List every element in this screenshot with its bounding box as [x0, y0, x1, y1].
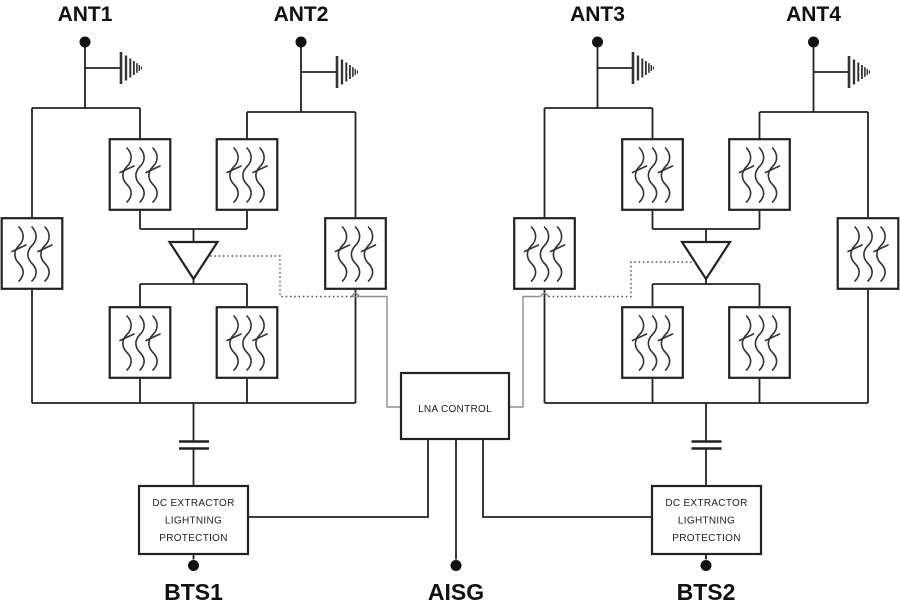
- surge-arrester-icon: [847, 54, 871, 90]
- port-terminal-icon: [188, 560, 199, 571]
- tma-module-2: ANT3 ANT4 DC EXTRACTOR LIGHTNING PROTECT…: [513, 3, 900, 605]
- rf-filter-icon: [215, 138, 279, 211]
- surge-arrester-icon: [335, 54, 359, 90]
- rf-filter-icon: [728, 138, 791, 211]
- rf-filter-icon: [513, 217, 576, 290]
- port-terminal-icon: [700, 560, 712, 571]
- wire-lna-to-dc1: [248, 439, 429, 518]
- port-terminal-icon: [79, 36, 91, 48]
- tma-module-1: ANT1 ANT2 DC EXTRACTOR LIGHTNING PRO: [0, 3, 387, 605]
- control-wire-right: [509, 295, 541, 408]
- surge-arrester-icon: [631, 50, 655, 86]
- rf-filter-icon: [621, 306, 684, 379]
- dc-extractor-box-1: [137, 484, 250, 556]
- rf-wire-ant3: [596, 47, 633, 108]
- dc2-line2: LIGHTNING: [678, 516, 735, 527]
- port-terminal-icon: [450, 560, 462, 571]
- control-wire-right-dotted: [548, 261, 695, 298]
- dc-extractor-box-2: [650, 484, 763, 556]
- bts1-label: BTS1: [164, 579, 223, 605]
- rf-filter-icon: [728, 306, 791, 379]
- rf-filter-icon: [108, 138, 172, 211]
- rf-wire-amp-in: [140, 228, 247, 242]
- rf-wire-ant2-split: [246, 111, 357, 403]
- rf-wire-bus: [544, 379, 868, 404]
- rf-wire-ant4-split: [758, 111, 869, 403]
- rf-filter-icon: [108, 306, 172, 379]
- lna-amplifier-icon: [679, 240, 733, 282]
- dc1-line2: LIGHTNING: [165, 516, 222, 527]
- dc2-line1: DC EXTRACTOR: [665, 498, 747, 509]
- control-wire-crossover: [540, 292, 549, 297]
- rf-wire-amp-out: [651, 279, 761, 306]
- bts2-label: BTS2: [677, 579, 736, 605]
- wire-lna-to-dc2: [482, 439, 652, 518]
- dc-block-capacitor-icon: [179, 403, 209, 486]
- dc2-line3: PROTECTION: [672, 533, 741, 544]
- dc1-line3: PROTECTION: [159, 533, 228, 544]
- lna-control-label: LNA CONTROL: [418, 404, 492, 415]
- rf-filter-icon: [621, 138, 684, 211]
- rf-wire-ant4: [812, 47, 849, 112]
- rf-wire-amp-out: [139, 279, 248, 306]
- rf-wire-ant1: [84, 47, 121, 108]
- ant2-label: ANT2: [274, 3, 329, 26]
- rf-wire-bus: [32, 379, 356, 404]
- port-terminal-icon: [808, 36, 819, 48]
- rf-wire-ant3-split: [543, 107, 654, 403]
- rf-filter-icon: [324, 217, 387, 290]
- rf-wire-ant1-split: [31, 107, 141, 403]
- ant4-label: ANT4: [786, 3, 841, 26]
- ant3-label: ANT3: [570, 3, 625, 26]
- dc-block-capacitor-icon: [691, 403, 722, 486]
- port-terminal-icon: [592, 36, 603, 48]
- rf-filter-icon: [215, 306, 279, 379]
- lna-control-unit: LNA CONTROL AISG: [209, 255, 695, 605]
- rf-wire-ant2: [300, 47, 337, 112]
- lna-control-box: [399, 371, 511, 441]
- lna-amplifier-icon: [167, 240, 220, 282]
- control-wire-left: [351, 295, 401, 408]
- aisg-label: AISG: [428, 579, 484, 605]
- control-wire-left-dotted: [209, 255, 352, 298]
- port-terminal-icon: [295, 36, 307, 48]
- rf-filter-icon: [836, 217, 900, 290]
- surge-arrester-icon: [119, 50, 143, 86]
- ant1-label: ANT1: [58, 3, 113, 26]
- dc1-line1: DC EXTRACTOR: [152, 498, 234, 509]
- rf-filter-icon: [0, 217, 64, 290]
- rf-wire-amp-in: [652, 228, 760, 242]
- control-wire-crossover: [351, 292, 360, 297]
